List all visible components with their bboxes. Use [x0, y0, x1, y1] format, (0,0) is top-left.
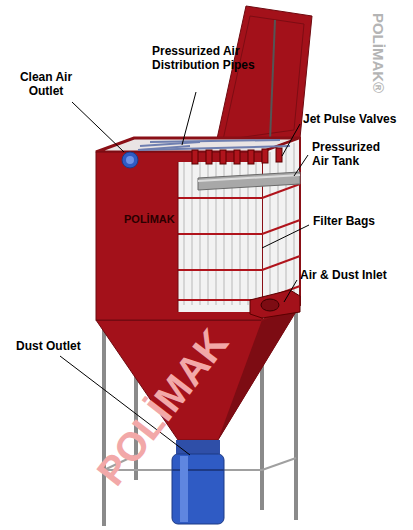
brand-text: POLİMAK: [124, 212, 175, 226]
callout-label: Dust Outlet: [16, 339, 81, 353]
callout-label: Clean Air Outlet: [10, 70, 82, 98]
callout-label: Filter Bags: [313, 214, 375, 228]
callout-label: Pressurized Air Tank: [312, 140, 396, 168]
watermark: POLİMAK®: [371, 13, 385, 93]
callout-label: Air & Dust Inlet: [300, 268, 387, 282]
callout-label: Jet Pulse Valves: [303, 112, 396, 126]
callout-label: Pressurized Air Distribution Pipes: [152, 44, 260, 72]
